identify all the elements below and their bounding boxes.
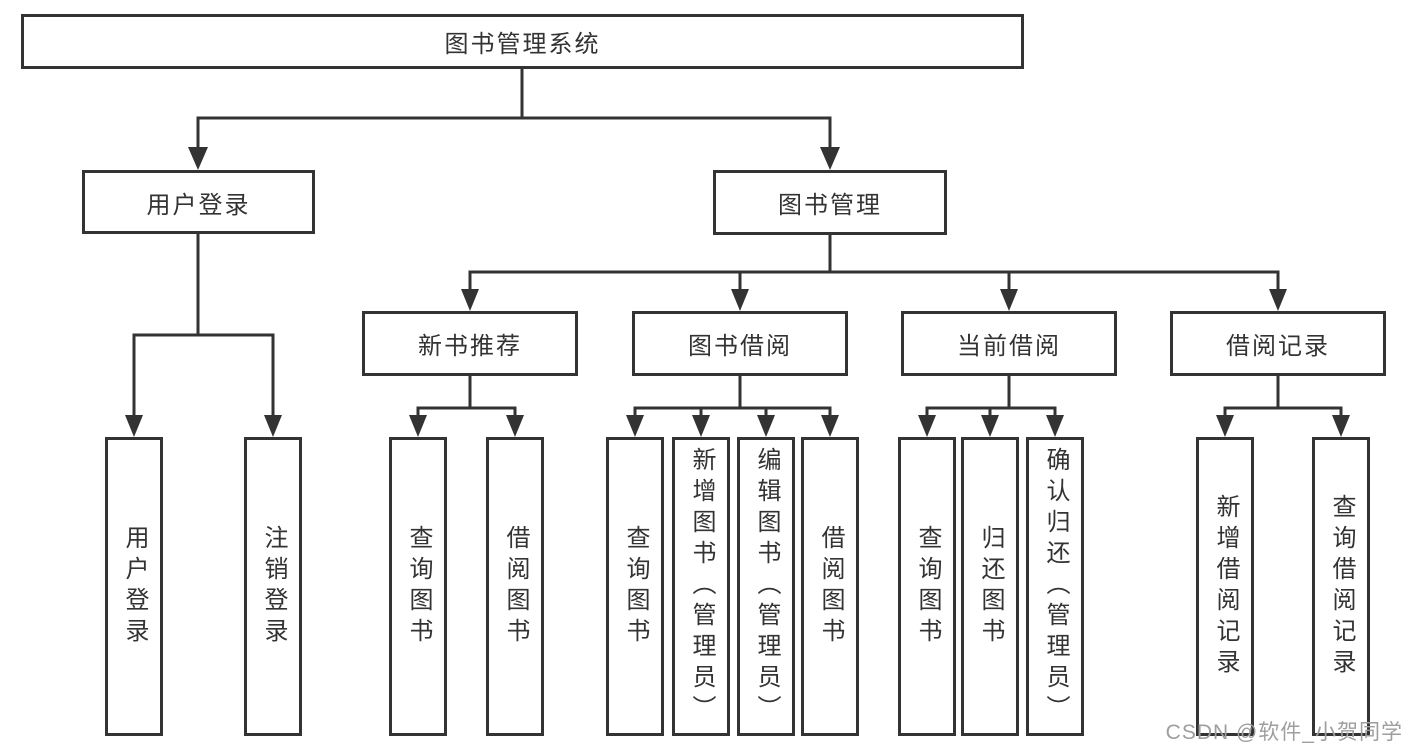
node-book-borrow: 图书借阅 [632,311,848,376]
node-current-borrow: 当前借阅 [901,311,1117,376]
node-leaf-query-book-3: 查询图书 [898,437,956,736]
node-leaf-add-book-admin-label: 新增图书（管理员） [688,447,715,726]
node-new-book-label: 新书推荐 [418,333,522,360]
node-leaf-logout-label: 注销登录 [260,524,287,649]
edge-book-borrow-to-children [626,376,839,437]
node-leaf-user-login-label: 用户登录 [121,524,148,649]
node-leaf-confirm-return-admin: 确认归还（管理员） [1026,437,1084,736]
node-leaf-borrow-book-2: 借阅图书 [801,437,859,736]
node-leaf-query-borrow-record-label: 查询借阅记录 [1328,493,1355,680]
node-leaf-return-book-label: 归还图书 [977,524,1004,649]
edge-user-login-to-children [125,234,282,437]
node-leaf-query-borrow-record: 查询借阅记录 [1312,437,1370,736]
node-leaf-query-book-2: 查询图书 [606,437,664,736]
node-user-login-label: 用户登录 [146,191,251,219]
node-current-borrow-label: 当前借阅 [957,333,1061,360]
node-leaf-logout: 注销登录 [244,437,302,736]
node-leaf-edit-book-admin-label: 编辑图书（管理员） [753,447,780,726]
node-book-borrow-label: 图书借阅 [688,333,792,360]
node-root-label: 图书管理系统 [444,31,601,58]
node-leaf-query-book-1-label: 查询图书 [405,524,432,649]
node-root: 图书管理系统 [21,14,1024,69]
node-leaf-query-book-3-label: 查询图书 [914,524,941,649]
node-user-login: 用户登录 [82,170,315,234]
node-new-book: 新书推荐 [362,311,578,376]
node-leaf-confirm-return-admin-label: 确认归还（管理员） [1042,447,1069,726]
node-leaf-edit-book-admin: 编辑图书（管理员） [737,437,795,736]
node-book-mgmt-label: 图书管理 [778,192,882,219]
edge-book-mgmt-to-level3 [461,235,1287,311]
edge-current-borrow-to-children [918,376,1064,437]
node-leaf-borrow-book-1: 借阅图书 [486,437,544,736]
node-book-mgmt: 图书管理 [713,170,947,235]
node-leaf-return-book: 归还图书 [961,437,1019,736]
node-leaf-borrow-book-1-label: 借阅图书 [502,524,529,649]
node-leaf-user-login: 用户登录 [105,437,163,736]
node-borrow-record: 借阅记录 [1170,311,1386,376]
edge-new-book-to-children [409,376,524,437]
node-leaf-borrow-book-2-label: 借阅图书 [817,524,844,649]
watermark-text: CSDN @软件_小贺同学 [1165,721,1403,744]
edge-root-to-level2 [188,68,840,170]
node-leaf-query-book-1: 查询图书 [389,437,447,736]
node-leaf-add-book-admin: 新增图书（管理员） [672,437,730,736]
edge-borrow-record-to-children [1216,376,1350,437]
node-leaf-add-borrow-record: 新增借阅记录 [1196,437,1254,736]
node-borrow-record-label: 借阅记录 [1226,333,1330,360]
node-leaf-add-borrow-record-label: 新增借阅记录 [1212,493,1239,680]
node-leaf-query-book-2-label: 查询图书 [622,524,649,649]
